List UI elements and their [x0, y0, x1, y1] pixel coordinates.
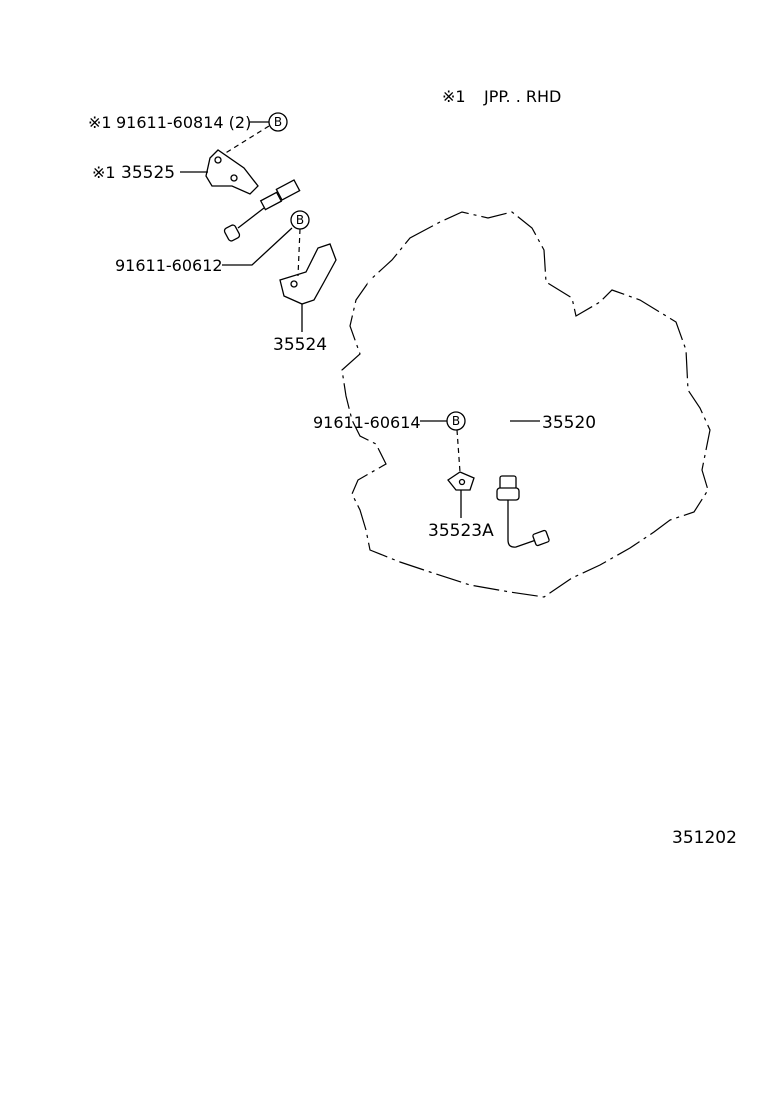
leader-91611-60612	[222, 227, 293, 266]
label-35525-mark: ※1	[92, 163, 116, 182]
note-mark: ※1	[442, 87, 466, 106]
cable-lower-end	[496, 475, 550, 548]
speedometer-cable-inner	[294, 153, 509, 480]
transmission-outline	[341, 211, 711, 598]
bolt-symbol-middle: B	[290, 210, 310, 230]
label-91611-60814: 91611-60814 (2)	[116, 113, 251, 132]
figure-reference: 351202	[672, 828, 737, 848]
bolt-symbol-top: B	[268, 112, 288, 132]
label-91611-60614: 91611-60614	[313, 413, 421, 432]
label-91611-60612: 91611-60612	[115, 256, 223, 275]
label-35523A: 35523A	[428, 521, 494, 541]
bolt-line-middle	[297, 228, 301, 277]
label-35520: 35520	[542, 413, 596, 433]
bolt-line-bottom	[456, 429, 461, 473]
label-91611-60814-mark: ※1	[88, 113, 112, 132]
svg-text:B: B	[452, 414, 460, 428]
label-35524: 35524	[273, 335, 327, 355]
cable-upper-end	[223, 179, 301, 242]
clamp-35523A	[447, 471, 475, 491]
bracket-35525	[205, 149, 259, 195]
label-35525: 35525	[121, 163, 175, 183]
bolt-symbol-bottom: B	[446, 411, 466, 431]
bracket-35524	[279, 243, 337, 305]
svg-text:B: B	[296, 213, 304, 227]
note-text: JPP. . RHD	[483, 87, 561, 106]
svg-text:B: B	[274, 115, 282, 129]
